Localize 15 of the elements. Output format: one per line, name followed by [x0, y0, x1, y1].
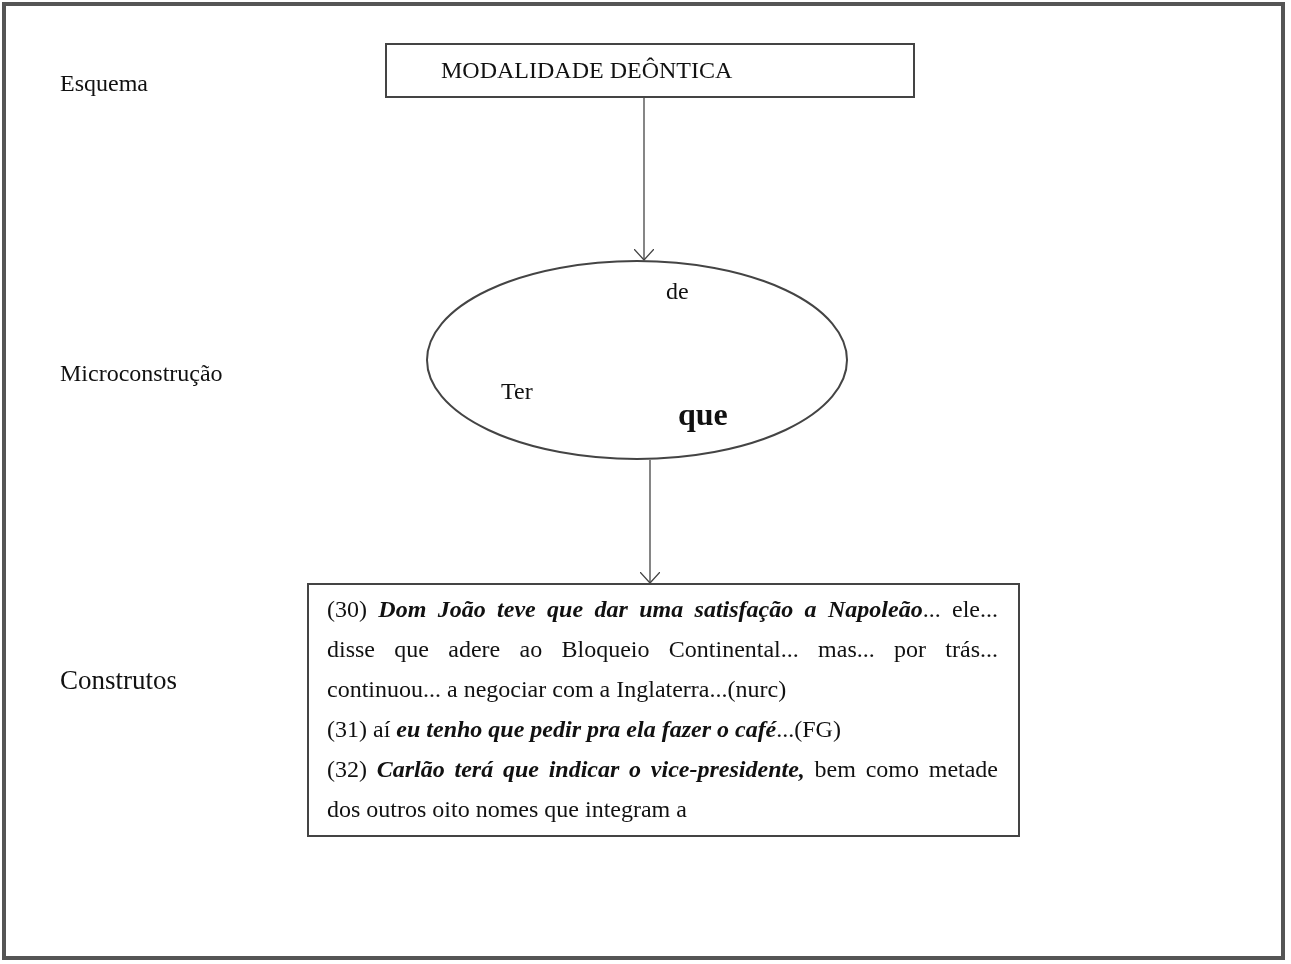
- arrow: [639, 459, 661, 584]
- node-text: que: [678, 396, 728, 433]
- node-text: de: [666, 278, 689, 305]
- node-text: MODALIDADE DEÔNTICA: [441, 56, 734, 85]
- ellipse-node: [426, 260, 848, 460]
- example-paragraph: (30) Dom João teve que dar uma satisfação a Napoleão... ele... disse que adere ao Bloqueio Continental... mas... por trás... continuou... a negociar com a Inglaterra...(nurc): [327, 595, 998, 704]
- arrow: [633, 97, 655, 261]
- level-label: Microconstrução: [60, 360, 223, 387]
- node-text: Ter: [501, 378, 533, 405]
- level-label: Esquema: [60, 70, 148, 97]
- schema-box: [385, 43, 915, 98]
- example-paragraph: (31) aí eu tenho que pedir pra ela fazer o café...(FG): [327, 715, 842, 744]
- example-paragraph: (32) Carlão terá que indicar o vice-presidente, bem como metade dos outros oito nomes que integram a: [327, 755, 998, 824]
- level-label: Construtos: [60, 665, 178, 696]
- examples-box: [307, 583, 1020, 837]
